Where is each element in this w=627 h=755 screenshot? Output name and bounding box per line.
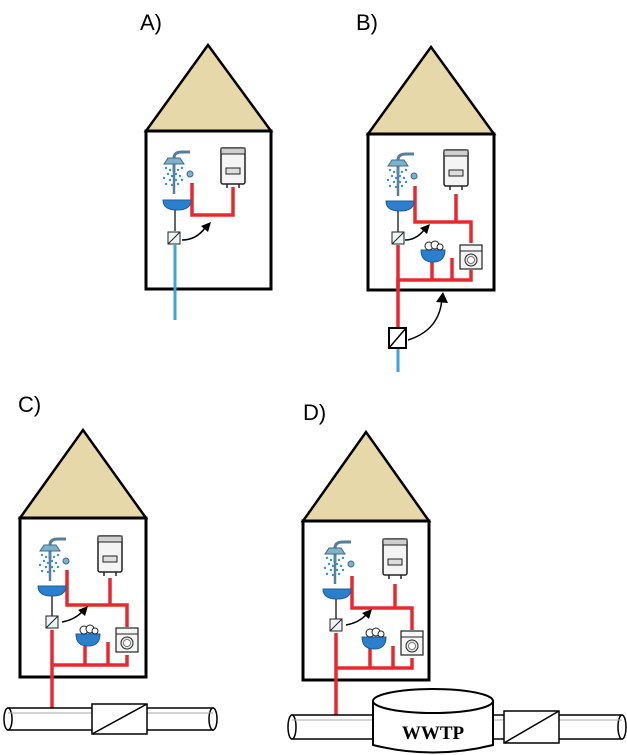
house-d: WWTP: [287, 429, 627, 754]
basin-icon: [37, 585, 67, 597]
washing-machine-icon: [400, 630, 424, 656]
water-heater-icon: [382, 538, 408, 580]
wwtp-label: WWTP: [402, 723, 465, 744]
arrow-icon: [61, 611, 83, 623]
meter-icon: [45, 615, 59, 629]
arrow-icon: [404, 229, 425, 241]
house-body-d: [301, 519, 431, 682]
roof-a: [143, 42, 274, 133]
water-heater-icon: [220, 147, 246, 189]
roof-d: [300, 429, 432, 523]
water-heater-icon: [443, 149, 469, 191]
hot-pipe-d: [334, 576, 414, 715]
arrow-icon: [407, 297, 443, 341]
meter-icon: [167, 231, 181, 245]
arrow-icon: [345, 614, 367, 626]
panel-label-a: A): [140, 10, 162, 35]
panel-label-d: D): [303, 400, 327, 425]
wwtp-tank: WWTP: [372, 688, 494, 754]
panel-label-c: C): [18, 392, 42, 417]
house-a: [143, 42, 274, 320]
house-b: [365, 44, 497, 372]
basin-icon: [322, 588, 352, 600]
hot-pipe-a: [190, 183, 235, 217]
hot-pipe-b: [396, 186, 473, 328]
roof-c: [17, 427, 149, 520]
basin-icon: [385, 200, 415, 212]
roof-b: [365, 44, 497, 136]
house-c: [3, 427, 218, 735]
arrow-icon: [181, 227, 206, 241]
water-heater-icon: [97, 535, 123, 577]
panel-label-b: B): [356, 10, 378, 35]
washing-machine-icon: [115, 627, 139, 653]
meter-icon: [391, 231, 405, 245]
meter-icon: [329, 618, 343, 632]
basin-icon: [162, 199, 192, 211]
washing-machine-icon: [459, 244, 483, 270]
house-body-a: [144, 129, 273, 291]
main-pipe-c: [3, 703, 218, 735]
hot-pipe-c: [50, 570, 129, 710]
house-body-c: [18, 516, 148, 679]
